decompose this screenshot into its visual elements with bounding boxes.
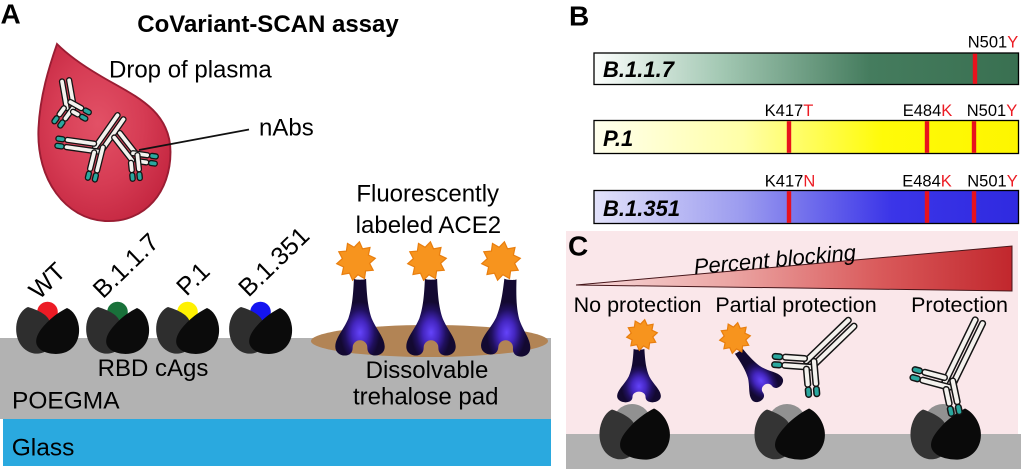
svg-text:Partial protection: Partial protection bbox=[715, 293, 876, 317]
svg-text:E484K: E484K bbox=[902, 173, 952, 191]
svg-text:CoVariant-SCAN assay: CoVariant-SCAN assay bbox=[137, 11, 399, 38]
svg-text:POEGMA: POEGMA bbox=[12, 388, 120, 415]
svg-text:labeled ACE2: labeled ACE2 bbox=[356, 212, 501, 239]
svg-text:A: A bbox=[1, 0, 21, 30]
svg-text:B: B bbox=[569, 1, 589, 32]
svg-text:N501Y: N501Y bbox=[967, 173, 1017, 191]
svg-text:Fluorescently: Fluorescently bbox=[356, 181, 499, 208]
svg-text:K417N: K417N bbox=[765, 173, 815, 191]
svg-text:N501Y: N501Y bbox=[968, 34, 1018, 52]
svg-text:B.1.351: B.1.351 bbox=[603, 196, 680, 221]
svg-text:RBD cAgs: RBD cAgs bbox=[98, 355, 209, 382]
svg-text:E484K: E484K bbox=[903, 102, 953, 120]
svg-text:nAbs: nAbs bbox=[259, 115, 314, 142]
svg-text:Drop of plasma: Drop of plasma bbox=[109, 57, 272, 84]
svg-text:Protection: Protection bbox=[911, 293, 1008, 317]
svg-text:K417T: K417T bbox=[765, 102, 814, 120]
svg-text:B.1.1.7: B.1.1.7 bbox=[603, 57, 676, 82]
svg-text:P.1: P.1 bbox=[603, 126, 633, 151]
svg-text:N501Y: N501Y bbox=[967, 102, 1017, 120]
svg-text:trehalose pad: trehalose pad bbox=[353, 384, 498, 411]
svg-text:Dissolvable: Dissolvable bbox=[366, 357, 489, 384]
svg-text:C: C bbox=[568, 231, 588, 262]
svg-text:No protection: No protection bbox=[574, 293, 702, 317]
svg-text:Glass: Glass bbox=[12, 435, 75, 462]
